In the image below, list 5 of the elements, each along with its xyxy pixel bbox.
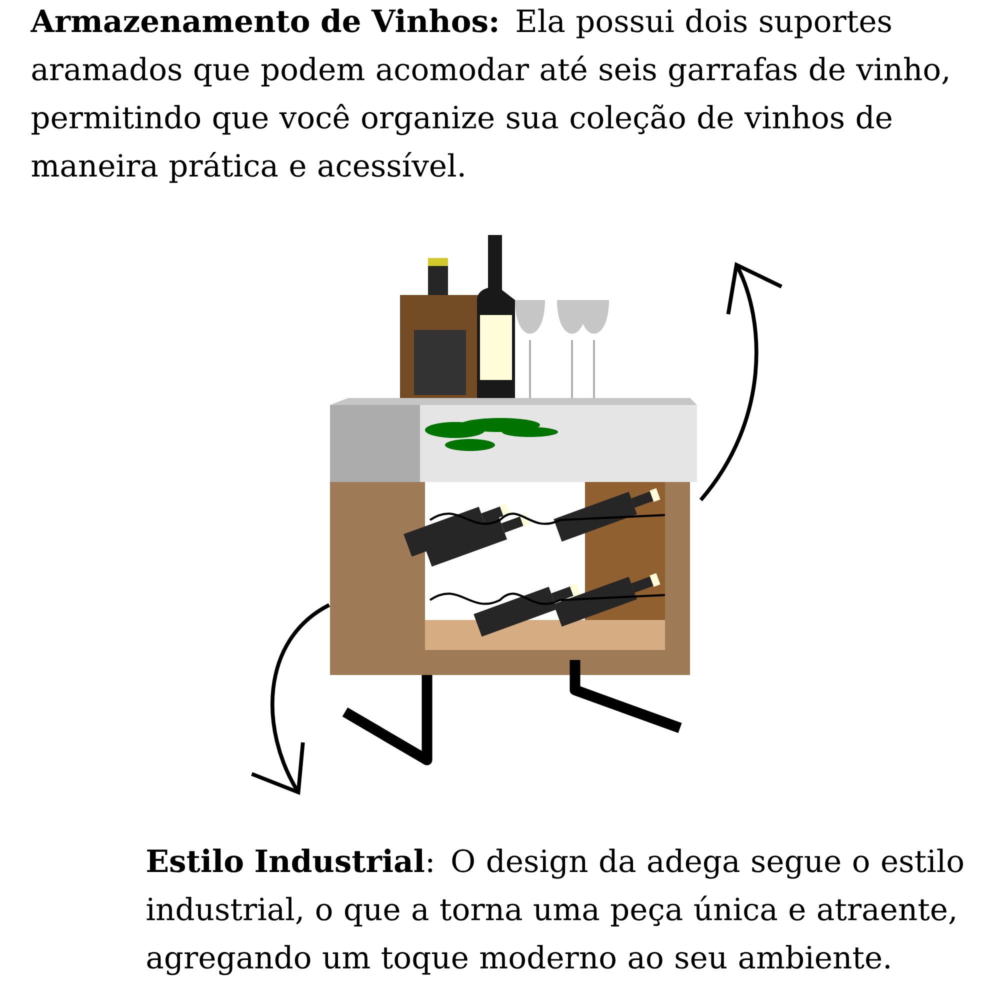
wine-cabinet-drawing bbox=[330, 235, 698, 766]
paragraph: Armazenamento de Vinhos: Ela possui dois suportes aramados que podem acomodar até seis garrafas de vinho, permitindo que você organize sua coleção de vinhos de maneira prática e acessível. bbox=[30, 8, 948, 183]
paragraph: Estilo Industrial: O design da adega segue o estilo industrial, o que a torna uma peça única e atraente, agregando um toque moderno ao seu ambiente. bbox=[146, 848, 964, 976]
curved-arrow bbox=[699, 262, 782, 502]
curved-arrow bbox=[251, 603, 330, 796]
